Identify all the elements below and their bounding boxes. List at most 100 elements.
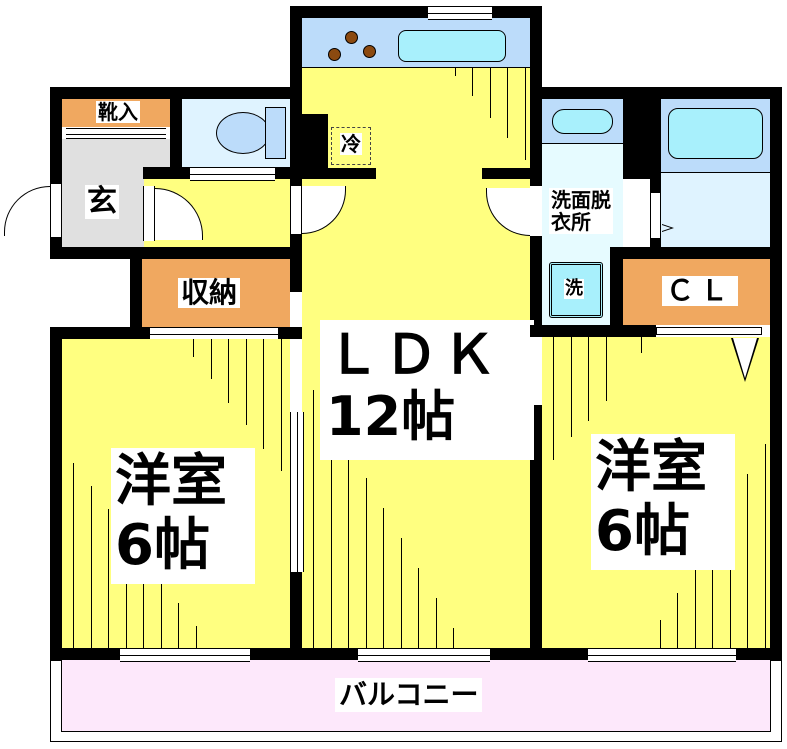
ldk-name: ＬＤＫ	[326, 323, 500, 386]
wall	[530, 90, 542, 186]
western-room-right-size: 6帖	[595, 499, 690, 564]
floor-line	[436, 598, 437, 648]
sink-icon	[398, 30, 506, 62]
bathtub-icon	[668, 108, 763, 159]
window	[588, 648, 736, 662]
western-room-left-label: 洋室 6帖	[111, 448, 255, 584]
shoe-cabinet-door[interactable]	[66, 128, 166, 139]
floor-line	[747, 474, 748, 648]
front-door[interactable]	[4, 186, 50, 236]
window	[120, 648, 250, 662]
fridge-space	[331, 127, 371, 165]
western-room-right-name: 洋室	[595, 435, 707, 500]
floor-line	[712, 566, 713, 648]
wall	[650, 99, 661, 247]
floor-line	[660, 620, 661, 648]
wall	[130, 247, 142, 327]
floor-line	[193, 339, 194, 357]
door-jamb	[143, 186, 155, 241]
wall	[290, 572, 302, 660]
washing-machine-label: 洗	[564, 278, 584, 299]
door-jamb	[50, 184, 62, 237]
balcony-label: バルコニー	[335, 678, 483, 712]
floor-line	[161, 580, 162, 648]
wall	[50, 87, 62, 184]
window	[428, 6, 492, 20]
floor-line	[228, 339, 229, 403]
wall	[770, 87, 782, 661]
floor-line	[453, 628, 454, 648]
floor-line	[677, 593, 678, 648]
floor-line	[196, 626, 197, 648]
washroom-label-line2: 衣所	[551, 210, 591, 234]
washroom-label-line1: 洗面脱	[551, 188, 611, 212]
floor-line	[73, 463, 74, 648]
floor-line	[730, 503, 731, 648]
bathroom-door[interactable]	[650, 193, 661, 238]
floor-line	[507, 68, 508, 138]
wall	[530, 87, 782, 99]
floor-line	[263, 339, 264, 449]
fridge-wall	[302, 114, 328, 176]
western-room-left-name: 洋室	[115, 449, 227, 514]
fridge-label: 冷	[340, 132, 362, 156]
toilet-sliding-door[interactable]	[190, 167, 275, 181]
ldk-size: 12帖	[326, 385, 456, 448]
floor-line	[553, 337, 554, 460]
floor-line	[143, 580, 144, 648]
stove-burner-icon	[328, 48, 341, 61]
wall	[50, 327, 62, 661]
floor-line	[246, 339, 247, 425]
floor-line	[401, 538, 402, 648]
floor-line	[695, 566, 696, 648]
wall	[278, 327, 302, 339]
wall	[50, 87, 302, 99]
wall	[50, 327, 150, 339]
storage-label: 収納	[178, 278, 241, 308]
wall	[610, 247, 623, 327]
closet-label: ＣＬ	[662, 276, 739, 306]
floor-line	[455, 68, 456, 76]
wall	[302, 168, 376, 179]
floor-line	[418, 568, 419, 648]
wall	[530, 6, 542, 90]
floor-line	[178, 603, 179, 648]
wall	[530, 236, 542, 332]
floor-line	[588, 337, 589, 421]
wall	[530, 325, 656, 337]
stove-burner-icon	[345, 31, 358, 44]
folding-door-icon-inner	[662, 225, 671, 231]
washing-machine	[549, 262, 603, 318]
window	[358, 648, 490, 662]
floor-line	[765, 444, 766, 648]
western-room-right-label: 洋室 6帖	[591, 434, 735, 570]
vanity-sink-icon	[552, 109, 613, 134]
wall	[610, 247, 782, 259]
toilet-tank-icon	[265, 107, 286, 159]
closet-door[interactable]	[656, 327, 762, 335]
stove-burner-icon	[363, 45, 376, 58]
wall	[143, 167, 193, 179]
entrance-label: 玄	[85, 184, 119, 219]
floor-line	[490, 68, 491, 118]
floor-line	[366, 478, 367, 648]
shoe-cabinet-label: 靴入	[96, 100, 140, 124]
wall	[482, 168, 530, 179]
wall	[530, 405, 542, 660]
floor-line	[281, 339, 282, 471]
floor-line	[472, 68, 473, 96]
ldk-label: ＬＤＫ 12帖	[320, 320, 534, 460]
toilet-bowl-icon	[216, 112, 270, 154]
floor-line	[348, 450, 349, 648]
floor-line	[108, 509, 109, 648]
sliding-door-ldk-left[interactable]	[290, 412, 304, 572]
floor-line	[606, 337, 607, 401]
floor-line	[641, 337, 642, 353]
floor-line	[313, 390, 314, 648]
wall	[170, 99, 182, 179]
wall	[275, 167, 302, 179]
washroom-label: 洗面脱 衣所	[549, 188, 613, 234]
floor-line	[126, 580, 127, 648]
floor-line	[211, 339, 212, 379]
